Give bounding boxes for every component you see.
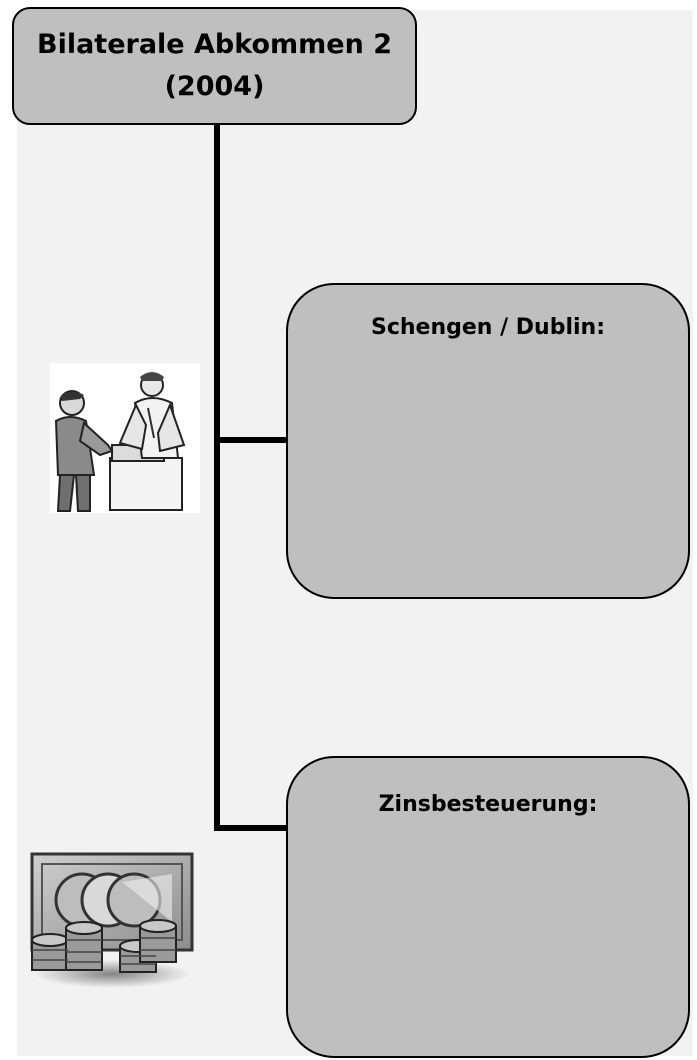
trunk-connector [214,125,220,831]
connector-schengen [214,437,286,443]
branch-label: Schengen / Dublin: [370,315,606,340]
money-icon [30,852,194,988]
connector-zins [214,825,286,831]
border-control-icon [50,363,200,513]
branch-schengen-dublin: Schengen / Dublin: [286,283,690,599]
root-subtitle: (2004) [164,71,265,102]
branch-zinsbesteuerung: Zinsbesteuerung: [286,756,690,1058]
branch-label: Zinsbesteuerung: [378,792,598,817]
root-title: Bilaterale Abkommen 2 [36,29,393,60]
root-node: Bilaterale Abkommen 2 (2004) [12,7,417,125]
